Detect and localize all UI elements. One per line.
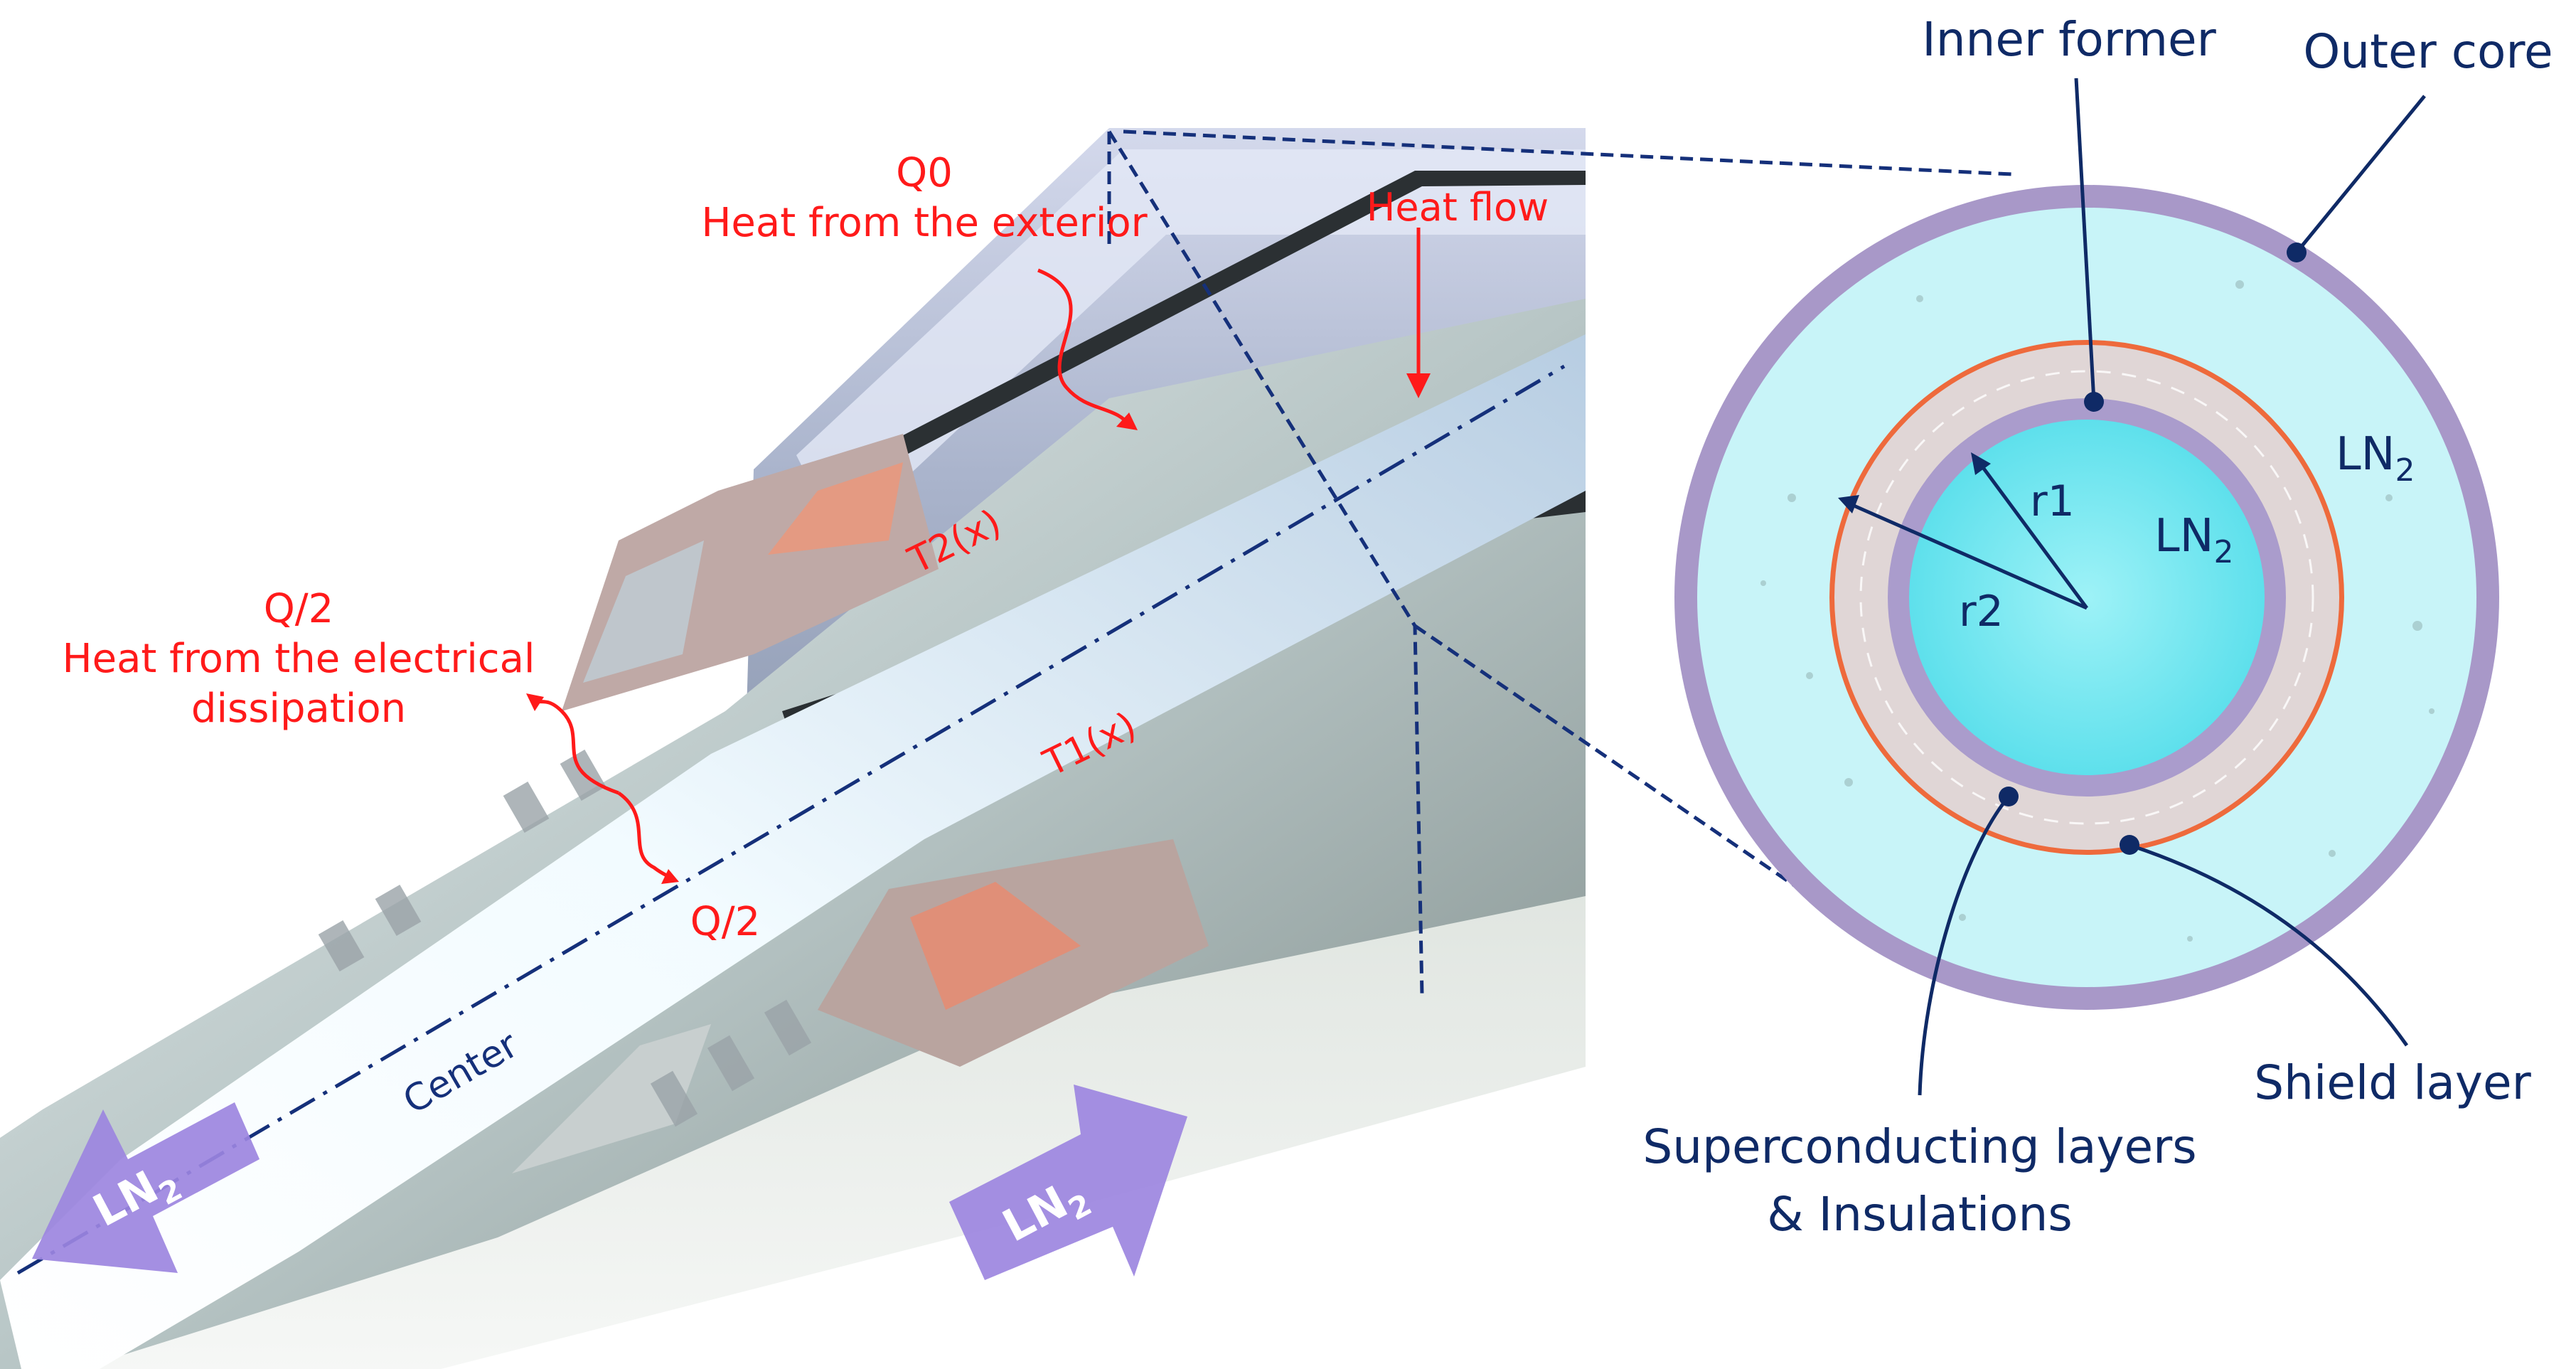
q-half-top-label: Q/2	[264, 586, 334, 632]
outer-ln2-label: LN2	[2336, 428, 2415, 489]
exterior-heat-arrow	[1037, 268, 1133, 428]
zoom-projection-lines	[1107, 129, 2013, 996]
inner-ln2-label: LN2	[2154, 510, 2234, 570]
superconducting-label-2: & Insulations	[1767, 1187, 2073, 1242]
center-axis	[16, 364, 1566, 1275]
r2-arrow	[1851, 503, 2088, 610]
leader-dots	[1999, 243, 2307, 855]
outer-core-label: Outer core	[2303, 24, 2553, 79]
heat-electrical-label-2: dissipation	[191, 686, 406, 732]
inner-former-label: Inner former	[1922, 12, 2216, 67]
core-channel	[0, 334, 1586, 1369]
shield-leader	[2132, 844, 2409, 1047]
inner-ln2-region	[1909, 420, 2265, 775]
r2-label: r2	[1959, 587, 2004, 636]
outer-ln2-sub: 2	[2395, 452, 2415, 489]
heat-flow-label: Heat flow	[1367, 185, 1549, 230]
superconducting-label-1: Superconducting layers	[1642, 1119, 2196, 1174]
cable-3d-view: LN2 LN2 Q0 Heat from the exterior Heat f…	[0, 128, 2013, 1369]
copper-cutaway-lower	[512, 839, 1209, 1173]
outer-core-leader	[2295, 95, 2426, 254]
cross-section: r1 r2 LN2 LN2 Inner former Outer core Su…	[1642, 12, 2553, 1242]
copper-cutaway-upper	[562, 434, 939, 711]
inner-ln2-text: LN	[2154, 510, 2214, 563]
inner-former-leader	[2074, 78, 2096, 403]
radius-arrows	[1838, 452, 2089, 610]
superconducting-leader	[1918, 795, 2010, 1096]
heat-electrical-label-1: Heat from the electrical	[63, 636, 535, 682]
ln2-arrow-right: LN2	[949, 1085, 1187, 1280]
insulation-dashes	[1859, 370, 2314, 825]
heat-exterior-label: Heat from the exterior	[701, 200, 1148, 246]
leader-lines	[1918, 78, 2426, 1096]
heat-arrows	[526, 228, 1431, 884]
r1-arrow	[1978, 462, 2089, 609]
shield-layer-label: Shield layer	[2254, 1055, 2531, 1110]
q0-label: Q0	[896, 150, 953, 196]
ln2-arrow-left: LN2	[32, 1102, 260, 1273]
inner-ln2-sub: 2	[2214, 534, 2234, 570]
insulation-segments	[318, 750, 812, 1127]
outer-ln2-texture	[1760, 280, 2435, 942]
outer-ln2-text: LN	[2336, 428, 2395, 481]
q-half-bottom-label: Q/2	[690, 899, 761, 945]
r1-label: r1	[2030, 476, 2075, 526]
electrical-heat-arrow-up	[535, 698, 619, 795]
